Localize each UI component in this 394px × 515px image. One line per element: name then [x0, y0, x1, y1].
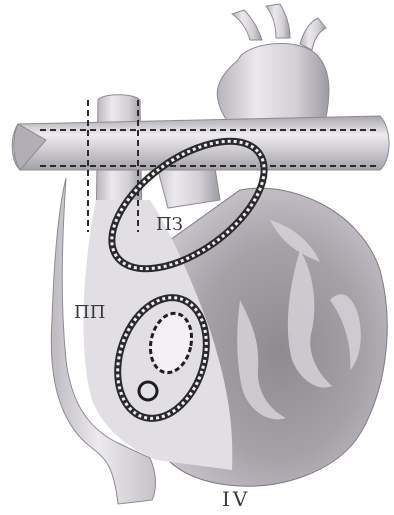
figure-number: IV: [222, 487, 250, 511]
label-pp: ПП: [74, 302, 105, 323]
label-pz: ПЗ: [156, 214, 183, 235]
